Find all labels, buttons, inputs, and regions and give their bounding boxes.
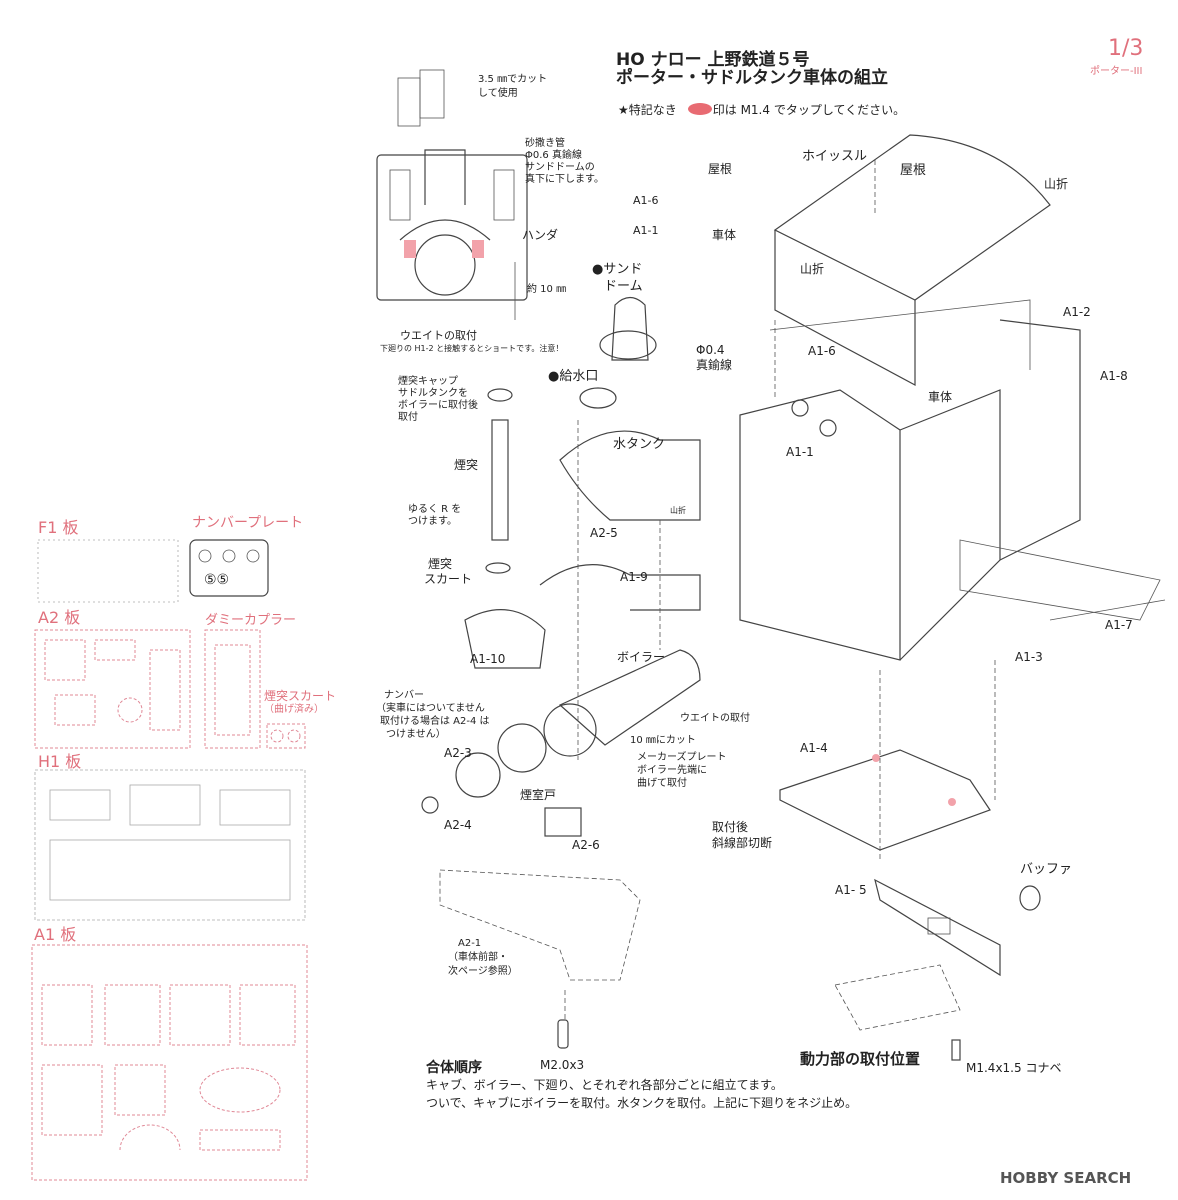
- label-water-inlet: ●給水口: [548, 369, 599, 384]
- assembly-heading: 合体順序: [426, 1060, 482, 1076]
- model-code: ポーター-III: [1090, 66, 1143, 77]
- label-a1-10: A1-10: [470, 652, 506, 666]
- label-a2-1-3: 次ページ参照）: [448, 966, 518, 977]
- label-weight-mount-2: ウエイトの取付: [680, 713, 750, 724]
- number-plate-digits: ⑤⑤: [204, 572, 230, 588]
- label-a1-8: A1-8: [1100, 369, 1128, 383]
- label-chimney-cap-2: サドルタンクを: [398, 388, 468, 399]
- sheet-h1-label: H1 板: [38, 752, 82, 771]
- sheet-dummy-coupler-outline: [204, 629, 261, 749]
- page-number: 1/3: [1108, 36, 1144, 61]
- label-water-tank: 水タンク: [613, 437, 666, 452]
- assembly-line-1: キャブ、ボイラー、下廻り、とそれぞれ各部分ごとに組立てます。: [426, 1078, 783, 1092]
- sheet-a1-outline: [31, 944, 308, 1181]
- label-a1-9: A1-9: [620, 570, 648, 584]
- label-smokebox-door: 煙室戸: [520, 788, 557, 802]
- label-chimney: 煙突: [454, 458, 479, 472]
- sheet-chimney-skirt-label: 煙突スカート: [264, 689, 337, 703]
- sheet-number-plate: [189, 539, 269, 597]
- label-buffer: バッファ: [1020, 862, 1073, 877]
- label-cut-10: 10 ㎜にカット: [630, 735, 696, 746]
- boiler-parts: [421, 296, 701, 1049]
- label-a1-4: A1-4: [800, 741, 828, 755]
- label-a1-1-small: A1-1: [633, 224, 659, 237]
- label-sand-pipe-1: 砂撒き管: [525, 138, 565, 149]
- label-chimney-cap-3: ボイラーに取付後: [398, 400, 478, 411]
- label-a1-3: A1-3: [1015, 650, 1043, 664]
- label-a2-6: A2-6: [572, 838, 600, 852]
- label-maker-plate-1: メーカーズプレート: [637, 752, 727, 763]
- label-drive-unit: 動力部の取付位置: [800, 1050, 921, 1068]
- label-after-mount-1: 取付後: [712, 820, 749, 834]
- hobby-search-logo: HOBBY SEARCH: [1000, 1169, 1132, 1187]
- front-view: [376, 69, 528, 320]
- label-sand-pipe-3: サンドドームの: [525, 162, 595, 173]
- label-a2-3: A2-3: [444, 746, 472, 760]
- label-a2-5: A2-5: [590, 526, 618, 540]
- label-loose-r-1: ゆるく R を: [408, 504, 462, 515]
- label-body: 車体: [928, 390, 953, 404]
- label-chimney-cap-1: 煙突キャップ: [398, 376, 458, 387]
- label-approx-10: 約 10 ㎜: [527, 284, 567, 295]
- label-chimney-skirt-2: スカート: [424, 572, 473, 586]
- label-a1-6: A1-6: [808, 344, 836, 358]
- label-fold-2: 山折: [800, 262, 825, 276]
- label-cut-35: 3.5 ㎜でカット: [478, 74, 548, 85]
- label-a1-6-small: A1-6: [633, 194, 659, 207]
- title-line-1: HO ナロー 上野鉄道５号: [616, 50, 810, 70]
- label-roof: 屋根: [900, 163, 927, 178]
- sheet-a2-outline: [34, 629, 191, 749]
- label-chimney-cap-4: 取付: [398, 412, 418, 423]
- label-loose-r-2: つけます。: [408, 516, 457, 527]
- sheet-chimney-skirt-parts: [266, 723, 306, 749]
- label-boiler: ボイラー: [617, 650, 666, 664]
- sheet-a1-label: A1 板: [34, 925, 77, 944]
- label-a1-2: A1-2: [1063, 305, 1091, 319]
- label-number-2: （実車にはついてません: [376, 703, 485, 714]
- sheet-f1-outline: [37, 539, 179, 603]
- label-body-small: 車体: [712, 228, 737, 242]
- sheet-dummy-coupler-label: ダミーカプラー: [205, 613, 297, 628]
- label-maker-plate-3: 曲げて取付: [637, 778, 687, 789]
- label-brass-04-1: Φ0.4: [696, 343, 725, 357]
- pink-legend-dot: [688, 103, 712, 115]
- title-line-2: ポーター・サドルタンク車体の組立: [616, 68, 888, 88]
- sheet-f1-label: F1 板: [38, 518, 79, 537]
- label-weight-mount: ウエイトの取付: [400, 329, 477, 342]
- label-maker-plate-2: ボイラー先端に: [637, 765, 707, 776]
- label-a2-1-1: A2-1: [458, 938, 482, 949]
- label-a1-7: A1-7: [1105, 618, 1133, 632]
- sheet-a2-label: A2 板: [38, 608, 81, 627]
- sheet-number-plate-label: ナンバープレート: [192, 515, 304, 531]
- label-number-1: ナンバー: [384, 690, 424, 701]
- label-fold-small: 山折: [670, 506, 686, 515]
- label-fold-1: 山折: [1044, 177, 1069, 191]
- tap-note: ★特記なき 印は M1.4 でタップしてください。: [618, 103, 906, 117]
- cab-body: [564, 134, 1166, 1061]
- label-m20x3: M2.0x3: [540, 1058, 585, 1072]
- assembly-line-2: ついで、キャブにボイラーを取付。水タンクを取付。上記に下廻りをネジ止め。: [426, 1096, 858, 1110]
- label-sand-pipe-2: Φ0.6 真鍮線: [525, 150, 582, 161]
- label-a2-4: A2-4: [444, 818, 472, 832]
- label-number-4: つけません）: [386, 729, 446, 740]
- sheet-h1-outline: [34, 769, 306, 921]
- label-a1-1: A1-1: [786, 445, 814, 459]
- label-whistle: ホイッスル: [802, 149, 868, 164]
- label-sand-pipe-4: 真下に下します。: [525, 174, 604, 185]
- label-solder: ハンダ: [522, 228, 559, 242]
- label-number-3: 取付ける場合は A2-4 は: [380, 716, 490, 727]
- label-chimney-skirt-1: 煙突: [428, 557, 453, 571]
- label-after-mount-2: 斜線部切断: [712, 836, 773, 850]
- label-a2-1-2: （車体前部・: [448, 952, 508, 963]
- label-roof-small: 屋根: [708, 162, 733, 176]
- label-use: して使用: [478, 88, 518, 99]
- label-brass-04-2: 真鍮線: [696, 358, 733, 372]
- label-m14: M1.4x1.5 コナベ: [966, 1061, 1062, 1075]
- label-a1-5: A1- 5: [835, 883, 867, 897]
- sheet-chimney-skirt-note: （曲げ済み）: [264, 704, 324, 715]
- label-sand-dome-2: ドーム: [604, 279, 643, 294]
- label-weight-warning: 下廻りの H1-2 と接触するとショートです。注意！: [380, 344, 564, 353]
- label-sand-dome-1: ●サンド: [592, 262, 643, 277]
